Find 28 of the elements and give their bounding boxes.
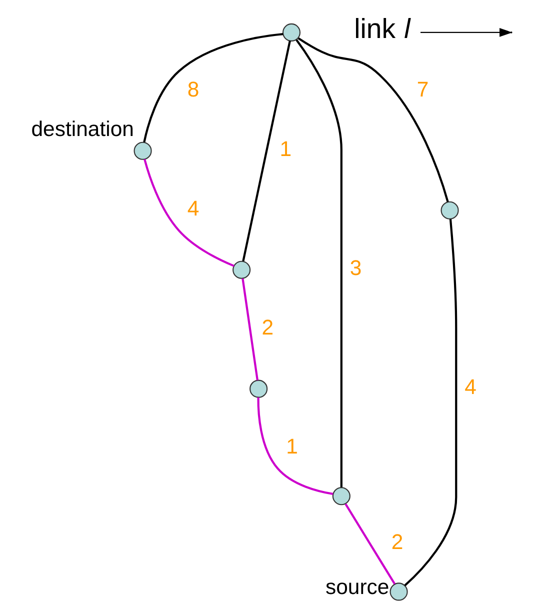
node-label: destination	[31, 117, 134, 142]
edge-label: 1	[280, 137, 292, 162]
edge-label: 8	[187, 78, 200, 102]
connector	[296, 39, 342, 488]
edge-label: 2	[391, 530, 404, 554]
edge-label: 4	[464, 375, 476, 400]
node-circle	[440, 201, 459, 220]
node-circle	[134, 142, 152, 160]
connector	[298, 37, 449, 202]
node-label: source	[325, 574, 390, 599]
connector	[404, 218, 458, 586]
connector	[257, 397, 334, 496]
connector	[242, 278, 259, 380]
node-circle	[390, 582, 408, 601]
edge-label: 3	[350, 256, 362, 280]
edge-label: 1	[286, 434, 298, 459]
connector	[144, 158, 234, 267]
node-circle	[332, 487, 350, 506]
node-circle	[232, 260, 251, 279]
edge-label: 2	[262, 316, 274, 340]
edge-label: 4	[187, 196, 200, 221]
node-circle	[282, 23, 301, 42]
connector	[344, 503, 396, 585]
connector	[242, 40, 291, 262]
node-circle	[250, 380, 268, 398]
node-text: link l	[354, 13, 410, 44]
connector	[143, 33, 284, 142]
edge-label: 7	[416, 78, 429, 102]
